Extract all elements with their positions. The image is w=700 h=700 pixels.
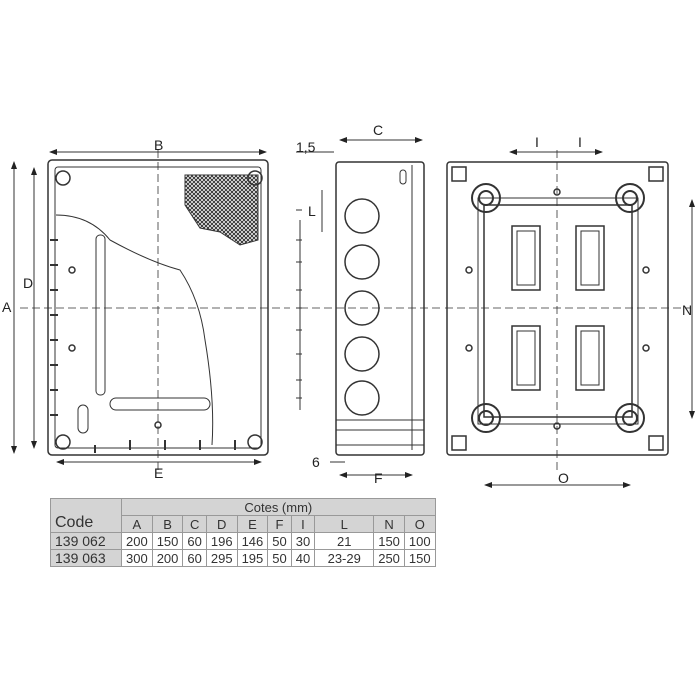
cell: 40: [290, 549, 316, 567]
cell: 200: [151, 549, 184, 567]
column-header: E: [236, 515, 269, 533]
dimensions-table: Code Cotes (mm) A B C D E F I L N O 139 …: [50, 498, 436, 567]
column-header: N: [373, 515, 405, 533]
cell: 250: [373, 549, 405, 567]
cell: 60: [182, 532, 207, 550]
cell: 30: [290, 532, 316, 550]
cell: 21: [314, 532, 375, 550]
dim-label-b: B: [154, 137, 163, 153]
group-header: Cotes (mm): [121, 498, 436, 516]
column-header: C: [182, 515, 207, 533]
cell: 200: [121, 532, 153, 550]
dim-label-a: A: [2, 299, 12, 315]
column-header: O: [403, 515, 436, 533]
cell: 23-29: [314, 549, 375, 567]
dim-label-i: I: [535, 134, 539, 150]
dim-label-l: L: [308, 203, 316, 219]
cell: 150: [403, 549, 436, 567]
dim-label-e: E: [154, 465, 163, 481]
side-view: [335, 161, 425, 456]
dim-label-o: O: [558, 470, 569, 486]
column-header: L: [314, 515, 375, 533]
cell: 146: [236, 532, 269, 550]
technical-drawing: B A D E 1,5 C L 6 F I I N O: [2, 122, 695, 488]
cell: 100: [403, 532, 436, 550]
cell: 150: [151, 532, 184, 550]
column-header: F: [267, 515, 292, 533]
back-view: [446, 161, 669, 456]
cell: 295: [205, 549, 238, 567]
row-code: 139 062: [50, 532, 122, 550]
dim-label-6: 6: [312, 454, 320, 470]
cell: 50: [267, 532, 292, 550]
cell: 50: [267, 549, 292, 567]
dim-label-c: C: [373, 122, 383, 138]
column-header: B: [151, 515, 184, 533]
cell: 196: [205, 532, 238, 550]
row-code: 139 063: [50, 549, 122, 567]
table-row: 139 062 200 150 60 196 146 50 30 21 150 …: [50, 532, 436, 550]
dim-label-n: N: [682, 302, 692, 318]
column-header: A: [121, 515, 153, 533]
dim-label-i: I: [578, 134, 582, 150]
front-view: [47, 159, 269, 456]
dim-label-d: D: [23, 275, 33, 291]
column-header: I: [290, 515, 316, 533]
cell: 60: [182, 549, 207, 567]
cell: 150: [373, 532, 405, 550]
code-header: Code: [50, 498, 122, 533]
cell: 195: [236, 549, 269, 567]
dim-label-1-5: 1,5: [296, 139, 316, 155]
dim-label-f: F: [374, 470, 383, 486]
column-header: D: [205, 515, 238, 533]
cell: 300: [121, 549, 153, 567]
table-row: 139 063 300 200 60 295 195 50 40 23-29 2…: [50, 549, 436, 567]
